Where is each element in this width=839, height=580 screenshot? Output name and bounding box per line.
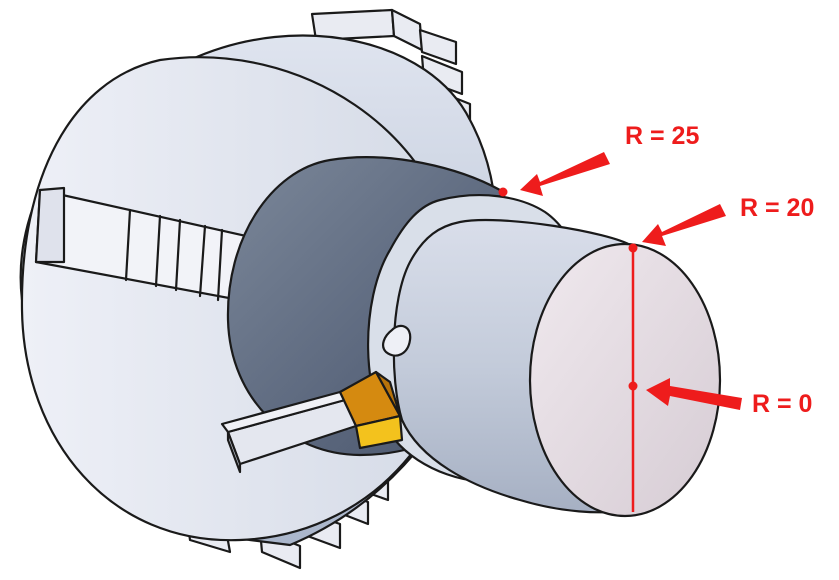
label-r20: R = 20 xyxy=(740,194,814,222)
point-r20 xyxy=(628,243,638,253)
label-r0: R = 0 xyxy=(752,390,812,418)
radius-marker xyxy=(498,187,638,512)
chip-curl xyxy=(382,324,412,357)
cutting-tool xyxy=(220,370,404,474)
point-r25 xyxy=(498,187,508,197)
label-r25: R = 25 xyxy=(625,122,699,150)
point-r0 xyxy=(628,381,638,391)
workpiece-face xyxy=(528,242,722,518)
arrow-icon xyxy=(520,152,742,410)
